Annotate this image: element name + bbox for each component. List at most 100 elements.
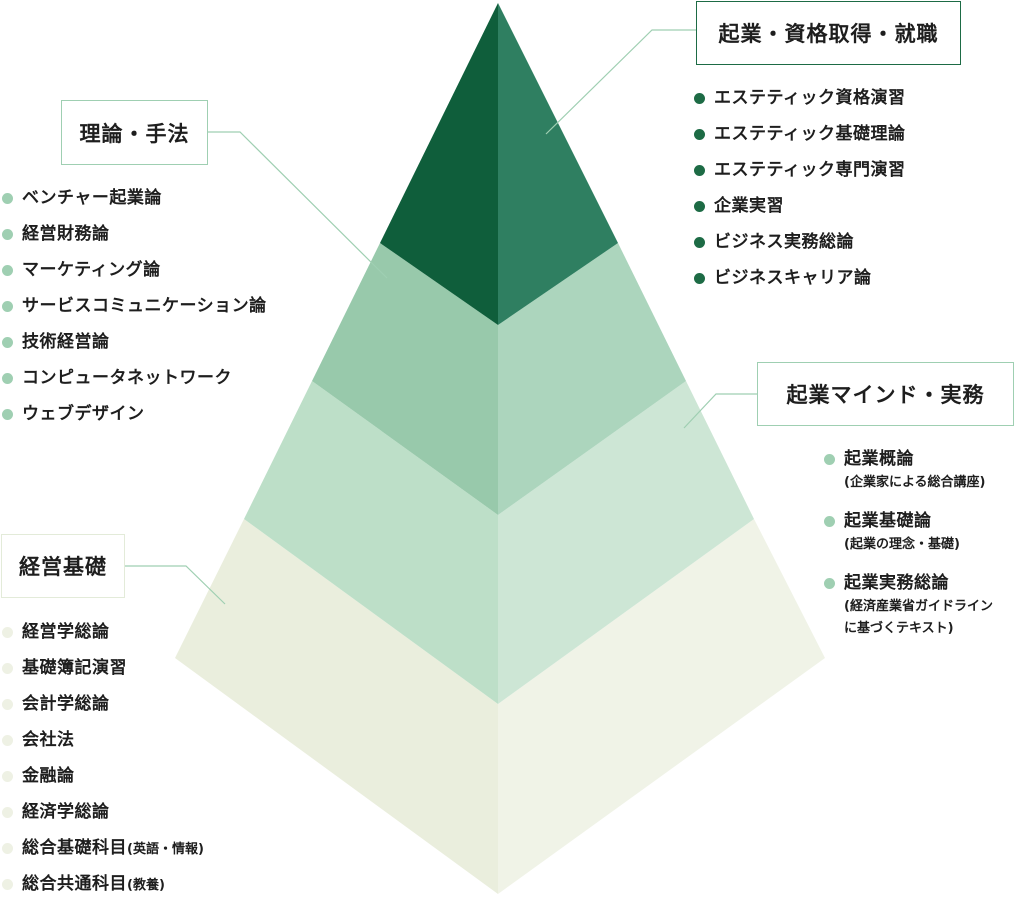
theory-course-item: 経営財務論 [2, 216, 267, 252]
course-name: 会計学総論 [22, 694, 110, 714]
course-note: (教養) [127, 878, 165, 893]
bullet-dot-icon [824, 454, 835, 465]
base-title-box: 経営基礎 [1, 534, 125, 598]
theory-course-item: サービスコミュニケーション論 [2, 288, 267, 324]
mind-course-item: 起業基礎論 (起業の理念・基礎) [824, 508, 993, 556]
course-name: 経営財務論 [22, 224, 110, 244]
base-course-item: 基礎簿記演習 [2, 650, 204, 686]
base-course-item: 総合基礎科目(英語・情報) [2, 830, 204, 866]
course-name: ウェブデザイン [22, 404, 145, 424]
course-name: 会社法 [22, 730, 75, 750]
pyramid-upper-mid-right-face [498, 243, 686, 515]
mind-course-item: 起業実務総論(経済産業省ガイドラインに基づくテキスト) [824, 570, 993, 640]
course-name: サービスコミュニケーション論 [22, 296, 267, 316]
mind-course-list: 起業概論 (企業家による総合講座) 起業基礎論 (起業の理念・基礎) 起業実務総論(経済… [824, 446, 993, 654]
bullet-dot-icon [2, 301, 13, 312]
mind-title-box: 起業マインド・実務 [757, 362, 1014, 426]
career-course-list: エステティック資格演習エステティック基礎理論エステティック専門演習企業実習ビジネ… [694, 80, 905, 296]
bullet-dot-icon [2, 265, 13, 276]
course-name: マーケティング論 [22, 260, 161, 280]
course-name: 起業基礎論 [844, 511, 932, 531]
bullet-dot-icon [2, 771, 13, 782]
theory-title: 理論・手法 [79, 121, 190, 146]
course-name: コンピュータネットワーク [22, 368, 232, 388]
bullet-dot-icon [694, 237, 705, 248]
bullet-dot-icon [694, 273, 705, 284]
theory-title-box: 理論・手法 [61, 100, 208, 165]
pyramid-top-right-face [498, 3, 618, 325]
course-note: (英語・情報) [127, 842, 204, 857]
course-name: ベンチャー起業論 [22, 188, 162, 208]
leader-line-career [545, 29, 697, 135]
career-course-item: エステティック基礎理論 [694, 116, 905, 152]
bullet-dot-icon [694, 129, 705, 140]
bullet-dot-icon [694, 165, 705, 176]
base-course-list: 経営学総論基礎簿記演習会計学総論会社法金融論経済学総論総合基礎科目(英語・情報)… [2, 614, 204, 902]
theory-course-item: ウェブデザイン [2, 396, 267, 432]
bullet-dot-icon [694, 93, 705, 104]
career-course-item: ビジネス実務総論 [694, 224, 905, 260]
course-name: ビジネス実務総論 [714, 232, 854, 252]
course-name: 起業概論 [844, 449, 914, 469]
course-name: 総合基礎科目 [22, 838, 127, 858]
bullet-dot-icon [2, 229, 13, 240]
leader-line-base [125, 565, 226, 605]
mind-course-item: 起業概論 (企業家による総合講座) [824, 446, 993, 494]
career-course-item: ビジネスキャリア論 [694, 260, 905, 296]
bullet-dot-icon [2, 627, 13, 638]
course-name: 総合共通科目 [22, 874, 127, 894]
base-course-item: 経営学総論 [2, 614, 204, 650]
bullet-dot-icon [2, 735, 13, 746]
pyramid-lower-mid-right-face [498, 381, 754, 704]
course-name: 技術経営論 [22, 332, 110, 352]
theory-course-list: ベンチャー起業論経営財務論マーケティング論サービスコミュニケーション論技術経営論… [2, 180, 267, 432]
career-title-box: 起業・資格取得・就職 [696, 1, 961, 65]
bullet-dot-icon [2, 337, 13, 348]
theory-course-item: コンピュータネットワーク [2, 360, 267, 396]
base-title: 経営基礎 [19, 555, 107, 579]
career-course-item: エステティック資格演習 [694, 80, 905, 116]
pyramid-upper-mid-left-face [312, 243, 498, 515]
theory-course-item: ベンチャー起業論 [2, 180, 267, 216]
bullet-dot-icon [2, 193, 13, 204]
leader-line-theory [208, 131, 388, 279]
bullet-dot-icon [694, 201, 705, 212]
course-description: (企業家による総合講座) [844, 475, 986, 490]
base-course-item: 総合共通科目(教養) [2, 866, 204, 902]
course-description: に基づくテキスト) [844, 621, 954, 636]
bullet-dot-icon [824, 578, 835, 589]
course-name: エステティック資格演習 [714, 88, 906, 108]
career-course-item: エステティック専門演習 [694, 152, 905, 188]
base-course-item: 経済学総論 [2, 794, 204, 830]
career-title: 起業・資格取得・就職 [718, 22, 939, 46]
course-name: 経済学総論 [22, 802, 110, 822]
bullet-dot-icon [2, 663, 13, 674]
pyramid-bottom-right-face [498, 519, 825, 894]
course-name: ビジネスキャリア論 [714, 268, 872, 288]
bullet-dot-icon [2, 807, 13, 818]
course-description: (起業の理念・基礎) [844, 537, 960, 552]
pyramid-lower-mid-left-face [244, 381, 498, 704]
course-name: 起業実務総論 [844, 573, 949, 593]
bullet-dot-icon [2, 843, 13, 854]
course-name: エステティック基礎理論 [714, 124, 906, 144]
theory-course-item: マーケティング論 [2, 252, 267, 288]
pyramid-bottom-left-face [175, 519, 498, 894]
course-name: エステティック専門演習 [714, 160, 906, 180]
course-name: 企業実習 [714, 196, 784, 216]
bullet-dot-icon [2, 373, 13, 384]
course-name: 基礎簿記演習 [22, 658, 127, 678]
base-course-item: 会計学総論 [2, 686, 204, 722]
career-course-item: 企業実習 [694, 188, 905, 224]
bullet-dot-icon [2, 409, 13, 420]
base-course-item: 金融論 [2, 758, 204, 794]
pyramid-top-left-face [380, 3, 498, 325]
bullet-dot-icon [2, 879, 13, 890]
bullet-dot-icon [824, 516, 835, 527]
bullet-dot-icon [2, 699, 13, 710]
mind-title: 起業マインド・実務 [786, 383, 985, 407]
course-name: 金融論 [22, 766, 75, 786]
leader-line-mind [683, 393, 757, 429]
base-course-item: 会社法 [2, 722, 204, 758]
